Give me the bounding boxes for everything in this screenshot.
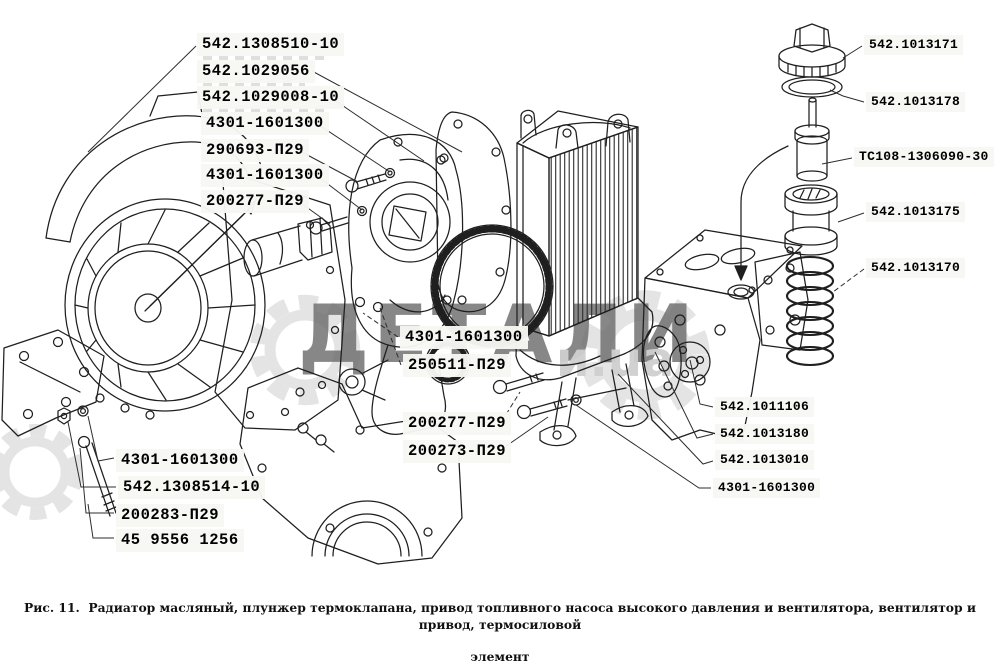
part-label-c7: 200277-П29 <box>201 190 310 213</box>
part-label-c13: 4301-1601300 <box>400 326 528 349</box>
diagram-lineart: ДЕТАЛИ и.ua <box>0 23 865 565</box>
leader-line-c24 <box>87 503 114 539</box>
part-label-c14: 250511-П29 <box>403 354 512 377</box>
fan-blades <box>74 209 256 401</box>
leader-line-c19 <box>617 373 714 465</box>
leader-line-c11 <box>837 212 865 223</box>
caption-line2: элемент <box>470 649 530 664</box>
timing-cover <box>239 367 463 565</box>
leader-line-c22 <box>67 421 116 488</box>
leader-line-c10 <box>821 157 853 165</box>
leader-line-c20 <box>575 404 711 489</box>
leader-line-c8 <box>842 45 863 59</box>
part-label-c22: 542.1308514-10 <box>118 476 266 499</box>
part-label-c18: 542.1013180 <box>715 424 815 444</box>
leader-line-c3 <box>329 96 425 162</box>
part-label-c2: 542.1029056 <box>197 60 315 83</box>
part-label-c17: 542.1011106 <box>715 397 815 417</box>
part-label-c6: 4301-1601300 <box>201 164 329 187</box>
part-label-c16: 200273-П29 <box>403 440 512 463</box>
caption-text: Радиатор масляный, плунжер термоклапана,… <box>88 600 977 632</box>
install-arrow <box>734 145 789 281</box>
leader-line-c2 <box>311 70 463 153</box>
bushing-part <box>784 184 838 256</box>
part-label-c5: 290693-П29 <box>201 139 310 162</box>
radiator-tank <box>515 297 654 381</box>
leader-line-c23 <box>79 447 114 514</box>
leader-line-c18 <box>654 351 714 439</box>
part-label-c11: 542.1013175 <box>866 202 966 222</box>
leader-line-c13 <box>362 312 399 338</box>
part-label-c23: 200283-П29 <box>116 504 225 527</box>
ghost-text-marks <box>203 54 330 112</box>
pump-gasket <box>435 111 512 313</box>
caption-line1: Рис. 11. Радиатор масляный, плунжер терм… <box>0 599 1000 633</box>
part-label-c15: 200277-П29 <box>403 412 512 435</box>
part-label-c3: 542.1029008-10 <box>197 86 345 109</box>
radiator-mount-bolts <box>492 372 582 420</box>
leader-line-c9 <box>829 89 865 103</box>
spring-part <box>785 255 835 367</box>
plunger-part <box>794 97 830 182</box>
leader-line-c14 <box>379 307 402 366</box>
part-label-c4: 4301-1601300 <box>201 112 329 135</box>
part-label-c19: 542.1013010 <box>715 450 815 470</box>
pump-hub <box>369 181 451 263</box>
part-label-c12: 542.1013170 <box>866 258 966 278</box>
part-label-c24: 45 9556 1256 <box>116 529 244 552</box>
part-label-c10: ТС108-1306090-30 <box>854 147 994 167</box>
leader-lines <box>67 45 865 539</box>
part-label-c8: 542.1013171 <box>864 35 964 55</box>
part-label-c9: 542.1013178 <box>866 92 966 112</box>
part-labels-layer: 542.1308510-10 542.1029056 542.1029008-10 4… <box>116 33 994 552</box>
fan-fasteners <box>57 405 117 517</box>
leader-line-c15 <box>501 391 521 422</box>
leader-line-c12 <box>832 268 865 293</box>
part-label-c21: 4301-1601300 <box>116 449 244 472</box>
figure-caption: Рис. 11. Радиатор масляный, плунжер терм… <box>0 599 1000 665</box>
leader-line-c21 <box>87 415 115 462</box>
part-label-c20: 4301-1601300 <box>713 478 821 498</box>
mount-bracket-left <box>1 329 105 437</box>
leader-line-c17 <box>689 359 714 408</box>
bolts-washers-upper <box>309 167 396 235</box>
figure-number: Рис. 11. <box>23 600 80 615</box>
part-label-c1: 542.1308510-10 <box>197 33 345 56</box>
leader-line-c1 <box>87 45 197 153</box>
fan-mount-plate <box>95 169 346 431</box>
gasket-ring-part <box>781 76 843 98</box>
